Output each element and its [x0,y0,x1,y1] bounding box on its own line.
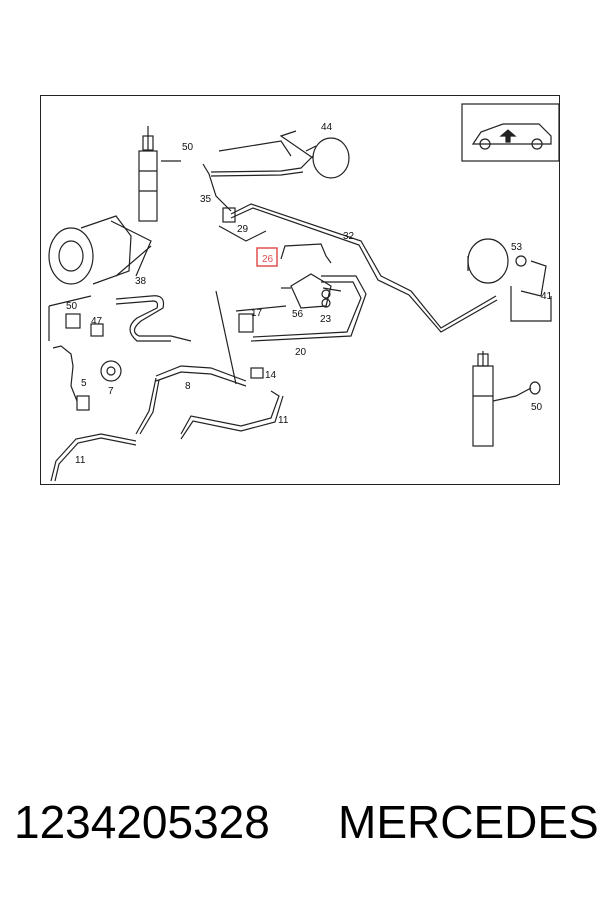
callout-11-mid: 11 [278,415,289,426]
inset-box [461,103,560,162]
accumulator-53 [467,238,527,284]
callout-23: 23 [320,314,332,325]
strut-right [472,351,532,447]
callout-38: 38 [135,276,147,287]
part-number: 1234205328 [14,796,270,848]
callout-56: 56 [292,309,304,320]
diagram-drawing: 44 50 35 29 32 26 53 41 38 50 47 17 56 2… [48,103,560,482]
pump [48,215,152,285]
callout-47: 47 [91,316,103,327]
valve-56 [281,273,332,309]
callout-53: 53 [511,242,523,253]
callout-50-top: 50 [182,142,194,153]
footer: 1234205328 MERCEDES [0,795,600,875]
callout-50-left: 50 [66,301,78,312]
line-32 [230,203,497,329]
callout-17: 17 [251,308,263,319]
parts-diagram: 44 50 35 29 32 26 53 41 38 50 47 17 56 2… [40,95,560,485]
callout-14: 14 [265,370,277,381]
callout-11-bottom: 11 [75,455,86,466]
car-raise-icon [471,123,552,150]
callout-41: 41 [541,291,553,302]
callout-32: 32 [343,231,355,242]
brand-name: MERCEDES [338,796,599,848]
callout-50-right: 50 [531,402,543,413]
callout-26[interactable]: 26 [262,254,274,265]
accumulator-44 [279,130,350,179]
callout-44: 44 [321,122,333,133]
callout-7: 7 [108,386,114,397]
callout-29: 29 [237,224,249,235]
highlight-box [256,247,278,267]
callout-35: 35 [200,194,212,205]
strut-left [138,126,158,222]
callout-5: 5 [81,378,87,389]
callout-20: 20 [295,347,307,358]
callout-8: 8 [185,381,191,392]
